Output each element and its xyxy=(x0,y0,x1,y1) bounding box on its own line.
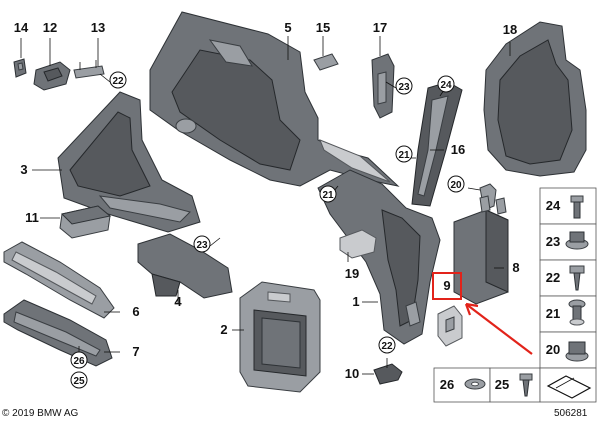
part-5-floor-panel xyxy=(149,11,400,187)
callout-25a: 25 xyxy=(73,376,85,387)
callout-circle-22a xyxy=(109,71,127,89)
part-9-latch xyxy=(437,305,463,347)
callout-26a: 26 xyxy=(73,356,85,367)
highlight-arrow xyxy=(464,302,533,355)
part-11-block xyxy=(59,205,112,239)
table-label-21: 21 xyxy=(546,306,560,321)
part-19-cover xyxy=(339,229,377,259)
callout-23b: 23 xyxy=(196,240,208,251)
part-2-storage-box xyxy=(239,281,321,393)
callout-9: 9 xyxy=(443,278,450,293)
bottom-label-25: 25 xyxy=(495,377,509,392)
callout-17: 17 xyxy=(373,20,387,35)
part-7-trim-bar xyxy=(3,299,113,367)
callout-14: 14 xyxy=(14,20,29,35)
callout-3: 3 xyxy=(20,162,27,177)
callout-circle-20a xyxy=(447,175,465,193)
washer-icon xyxy=(464,378,486,390)
callout-circle-22b xyxy=(378,336,396,354)
callout-circle-21a xyxy=(395,145,413,163)
part-6-trim-bar xyxy=(3,241,115,319)
callout-circle-23a xyxy=(395,77,413,95)
callout-7: 7 xyxy=(132,344,139,359)
callout-21a: 21 xyxy=(398,150,410,161)
screw-icon xyxy=(519,373,533,397)
copyright-text: © 2019 BMW AG xyxy=(2,408,79,419)
highlight-frame-9 xyxy=(432,272,462,300)
callout-circle-26a xyxy=(70,351,88,369)
part-10-clip xyxy=(373,363,403,385)
callout-23a: 23 xyxy=(398,82,410,93)
drawing-number: 506281 xyxy=(554,408,588,419)
part-12-bracket xyxy=(33,61,71,91)
expansion-rivet-icon xyxy=(568,299,586,326)
callout-circle-21b xyxy=(319,185,337,203)
screw-icon xyxy=(569,265,585,291)
part-16-trim-strip xyxy=(411,81,463,207)
callout-circle-25a xyxy=(70,371,88,389)
flange-nut-icon xyxy=(565,231,589,250)
hex-nut-icon xyxy=(565,341,589,362)
callout-circle-23b xyxy=(193,235,211,253)
part-13-clip xyxy=(73,60,105,79)
callout-15: 15 xyxy=(316,20,330,35)
part-1-side-trim xyxy=(317,169,441,345)
callout-6: 6 xyxy=(132,304,139,319)
table-label-20: 20 xyxy=(546,342,560,357)
callout-20a: 20 xyxy=(450,180,462,191)
part-8-module xyxy=(453,195,509,305)
callout-5: 5 xyxy=(284,20,291,35)
callout-16: 16 xyxy=(451,142,465,157)
callout-11: 11 xyxy=(25,210,39,225)
callout-2: 2 xyxy=(220,322,227,337)
part-18-side-panel xyxy=(483,21,587,177)
callout-13: 13 xyxy=(91,20,105,35)
callout-8: 8 xyxy=(512,260,519,275)
callout-19: 19 xyxy=(345,266,359,281)
callout-4: 4 xyxy=(174,294,182,309)
table-label-24: 24 xyxy=(546,198,561,213)
part-17-bracket xyxy=(371,53,395,119)
bottom-label-26: 26 xyxy=(440,377,454,392)
callout-10: 10 xyxy=(345,366,359,381)
table-label-22: 22 xyxy=(546,270,560,285)
part-3-side-trim xyxy=(57,91,201,233)
callout-1: 1 xyxy=(352,294,359,309)
part-15-cover xyxy=(313,53,339,71)
part-14-clip xyxy=(13,58,27,78)
mat-icon xyxy=(546,375,592,399)
callout-18: 18 xyxy=(503,22,517,37)
callout-24a: 24 xyxy=(440,80,452,91)
callout-22b: 22 xyxy=(381,341,393,352)
callout-21b: 21 xyxy=(322,190,334,201)
callout-22a: 22 xyxy=(112,76,124,87)
callout-12: 12 xyxy=(43,20,57,35)
table-label-23: 23 xyxy=(546,234,560,249)
callout-circle-24a xyxy=(437,75,455,93)
bolt-icon xyxy=(570,195,584,219)
part-4-trim-piece xyxy=(137,233,233,299)
